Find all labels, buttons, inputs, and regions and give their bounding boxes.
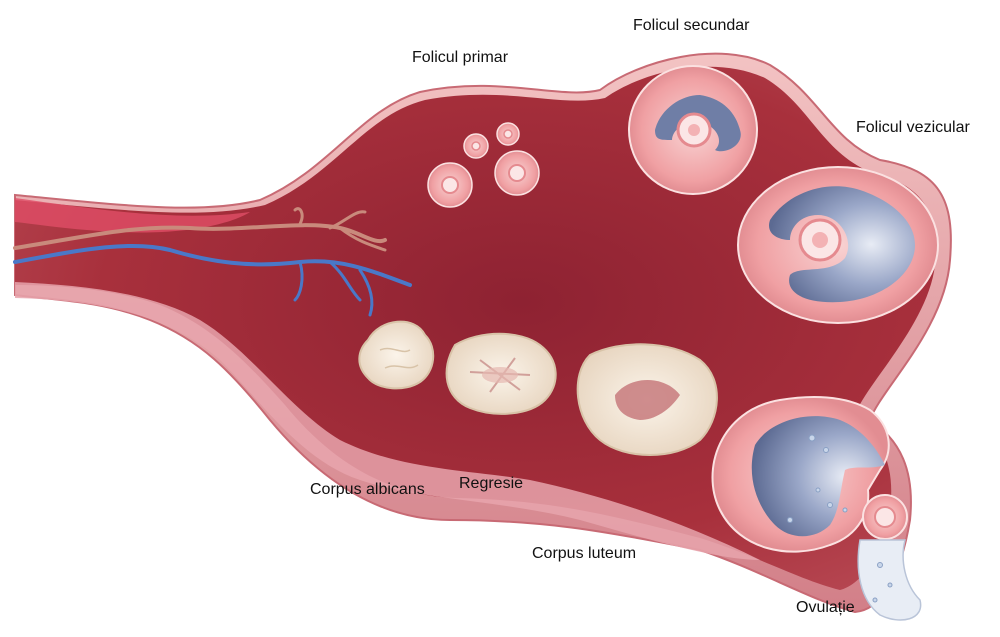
oocyte [508,164,526,182]
label-folicul-vezicular: Folicul vezicular [856,119,970,136]
blood-vessels [13,207,412,317]
corpus-luteum [576,343,718,456]
oocyte [471,141,481,151]
artery-branch [293,207,387,252]
label-folicul-primar: Folicul primar [412,49,509,66]
primary-follicles [427,122,540,208]
vesicular-follicle [737,166,939,324]
ovulating-antrum [751,416,885,537]
vein-branch [293,260,374,317]
oocyte [874,506,896,528]
fluid-droplets [787,434,893,603]
secondary-follicle [628,65,758,195]
vein-vessel [13,243,412,287]
artery-vessel [13,223,387,250]
label-corpus-luteum: Corpus luteum [532,545,637,562]
stalk-highlight [15,198,250,233]
vesicular-antrum [769,186,915,303]
ovary-body [15,66,936,591]
label-folicul-secundar: Folicul secundar [633,17,750,34]
oocyte [503,129,513,139]
label-ovulatie: Ovulație [796,599,855,616]
secondary-antrum [655,95,741,152]
oocyte [441,176,459,194]
ovary-lower-fold [15,282,760,560]
label-regresie: Regresie [459,475,524,492]
corpus-albicans [358,320,435,390]
ovulating-follicle [711,396,922,621]
regressing-corpus [445,332,557,415]
label-corpus-albicans: Corpus albicans [310,481,425,498]
